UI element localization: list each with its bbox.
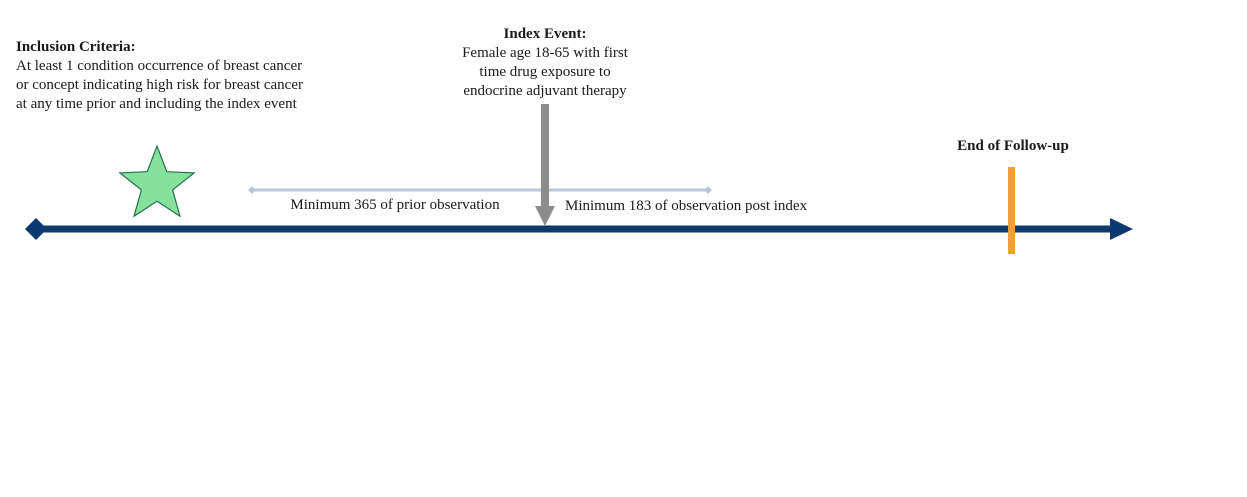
index-event-title: Index Event: (503, 26, 587, 42)
star-icon (118, 144, 196, 218)
observation-window-right-cap (704, 186, 712, 194)
index-event-arrowhead (535, 206, 555, 226)
timeline-start-diamond (25, 218, 47, 240)
inclusion-criteria-line: or concept indicating high risk for brea… (16, 77, 303, 93)
index-event-line: endocrine adjuvant therapy (463, 83, 627, 99)
index-event-line: time drug exposure to (479, 64, 611, 80)
observation-window-left-cap (248, 186, 256, 194)
prior-observation-label: Minimum 365 of prior observation (290, 197, 500, 213)
inclusion-criteria-line: At least 1 condition occurrence of breas… (16, 58, 303, 74)
inclusion-criteria-line: at any time prior and including the inde… (16, 96, 297, 112)
post-observation-label: Minimum 183 of observation post index (565, 198, 808, 214)
index-event-line: Female age 18-65 with first (462, 45, 628, 61)
index-event: Index Event: Female age 18-65 with first… (420, 25, 670, 101)
end-of-followup-label: End of Follow-up (957, 138, 1069, 154)
inclusion-criteria: Inclusion Criteria: At least 1 condition… (16, 38, 346, 114)
inclusion-criteria-title: Inclusion Criteria: (16, 39, 136, 55)
end-of-followup-marker (1008, 167, 1015, 254)
timeline-arrowhead (1110, 218, 1133, 240)
index-event-arrow-shaft (541, 104, 549, 207)
